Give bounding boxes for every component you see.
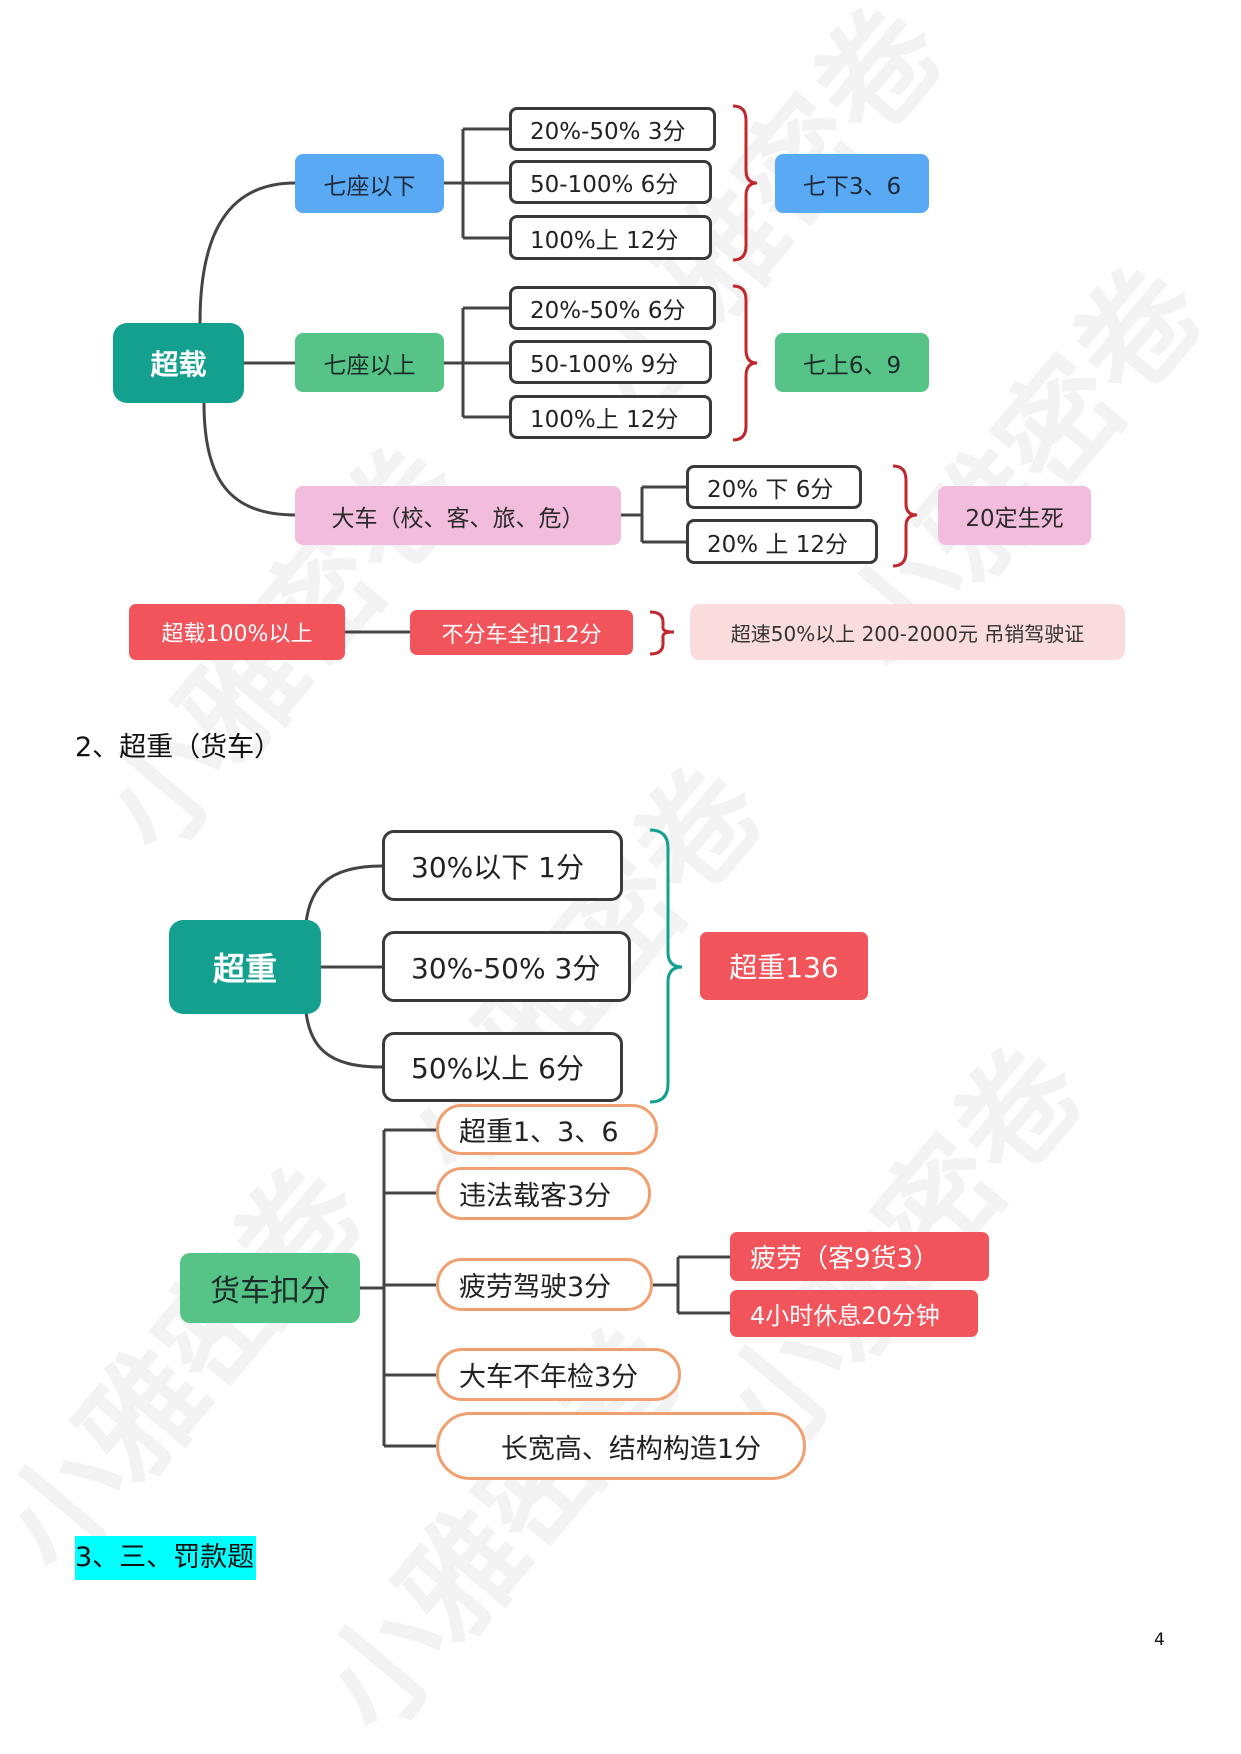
overload-100-node: 超载100%以上 bbox=[129, 604, 345, 660]
full-deduction-node: 不分车全扣12分 bbox=[410, 610, 633, 655]
truck-item: 大车不年检3分 bbox=[436, 1348, 681, 1401]
page-number: 4 bbox=[1154, 1630, 1165, 1650]
branch-over-seven-seats: 七座以上 bbox=[295, 333, 444, 392]
leaf-node: 50-100% 9分 bbox=[509, 340, 712, 384]
leaf-node: 100%上 12分 bbox=[509, 395, 712, 439]
leaf-node: 30%-50% 3分 bbox=[382, 931, 631, 1002]
summary-node: 七上6、9 bbox=[775, 333, 929, 392]
overload-root-node: 超载 bbox=[113, 323, 244, 403]
speeding-note-node: 超速50%以上 200-2000元 吊销驾驶证 bbox=[690, 604, 1125, 660]
summary-node: 七下3、6 bbox=[775, 154, 929, 213]
truck-item: 长宽高、结构构造1分 bbox=[436, 1412, 806, 1480]
leaf-node: 20%-50% 3分 bbox=[509, 107, 716, 151]
leaf-node: 50%以上 6分 bbox=[382, 1032, 623, 1102]
branch-under-seven-seats: 七座以下 bbox=[295, 154, 444, 213]
summary-node: 20定生死 bbox=[938, 486, 1091, 545]
leaf-node: 30%以下 1分 bbox=[382, 830, 623, 901]
leaf-node: 20% 上 12分 bbox=[686, 519, 878, 564]
leaf-node: 20% 下 6分 bbox=[686, 465, 862, 509]
leaf-node: 20%-50% 6分 bbox=[509, 286, 716, 330]
branch-large-vehicle: 大车（校、客、旅、危） bbox=[295, 486, 621, 545]
truck-root-node: 货车扣分 bbox=[180, 1253, 360, 1323]
section-heading-highlighted: 3、三、罚款题 bbox=[75, 1536, 257, 1580]
truck-item: 违法载客3分 bbox=[436, 1167, 651, 1220]
truck-item: 疲劳驾驶3分 bbox=[436, 1258, 653, 1311]
truck-item: 超重1、3、6 bbox=[436, 1104, 658, 1155]
fatigue-note: 疲劳（客9货3） bbox=[730, 1232, 989, 1281]
overweight-root-node: 超重 bbox=[169, 920, 321, 1014]
leaf-node: 100%上 12分 bbox=[509, 215, 712, 260]
section-heading: 2、超重（货车） bbox=[75, 732, 282, 763]
fatigue-note: 4小时休息20分钟 bbox=[730, 1290, 978, 1337]
summary-node: 超重136 bbox=[700, 932, 868, 1000]
leaf-node: 50-100% 6分 bbox=[509, 160, 712, 204]
